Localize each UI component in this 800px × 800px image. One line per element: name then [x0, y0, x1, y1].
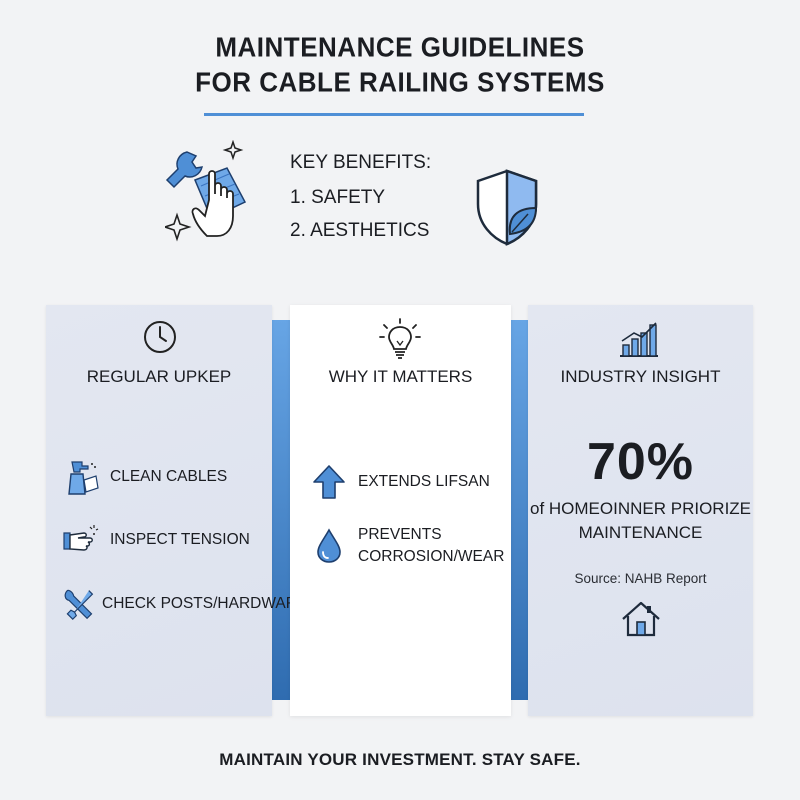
item-label-prevents-wrap: PREVENTS CORROSION/WEAR — [358, 524, 504, 568]
card-why-it-matters: WHY IT MATTERS — [290, 305, 511, 716]
bar-chart-icon — [620, 322, 658, 357]
footer-tagline: MAINTAIN YOUR INVESTMENT. STAY SAFE. — [219, 750, 581, 769]
hand-inspect-icon — [63, 525, 99, 551]
card-industry-insight: INDUSTRY INSIGHT — [528, 305, 753, 716]
item-label-inspect-tension: INSPECT TENSION — [110, 531, 250, 548]
item-label-clean-cables: CLEAN CABLES — [110, 468, 228, 485]
list-item-extends-lifespan: EXTENDS LIFSAN — [310, 463, 490, 501]
list-item-prevents-corrosion: PREVENTS CORROSION/WEAR — [310, 524, 504, 568]
lightbulb-icon — [379, 318, 421, 359]
item-label-prevents-line-2: CORROSION/WEAR — [358, 548, 505, 565]
benefit-item-safety: 1. SAFETY — [290, 187, 386, 208]
title-divider — [204, 113, 584, 116]
card-regular-upkeep: REGULAR UPKEP — [46, 305, 272, 716]
house-icon — [622, 601, 660, 637]
wrench-hand-cleaning-icon — [165, 140, 247, 242]
card-heading-upkeep: REGULAR UPKEP — [86, 367, 232, 386]
water-drop-icon — [317, 528, 341, 563]
page-title-line-2: FOR CABLE RAILING SYSTEMS — [195, 66, 605, 98]
arrow-up-icon — [313, 465, 345, 499]
stat-description-line-2: MAINTENANCE — [578, 523, 703, 542]
list-item-check-posts: CHECK POSTS/HARDWARE — [62, 585, 307, 623]
item-label-extends: EXTENDS LIFSAN — [358, 473, 490, 490]
tools-icon — [64, 589, 94, 621]
item-label-check-posts: CHECK POSTS/HARDWARE — [102, 595, 308, 612]
shield-leaf-icon — [476, 169, 538, 246]
stat-value: 70% — [586, 433, 695, 491]
card-heading-why: WHY IT MATTERS — [328, 367, 473, 386]
clock-icon — [144, 321, 176, 353]
list-item-clean-cables: CLEAN CABLES — [62, 458, 227, 496]
list-item-inspect-tension: INSPECT TENSION — [62, 521, 250, 559]
card-heading-insight: INDUSTRY INSIGHT — [560, 367, 721, 386]
stat-description-line-1: of HOMEOINNER PRIORIZE — [529, 499, 752, 518]
spray-bottle-icon — [68, 461, 99, 495]
accent-band-left — [270, 320, 292, 700]
accent-band-right — [510, 320, 532, 700]
benefits-heading: KEY BENEFITS: — [290, 152, 432, 173]
benefit-item-aesthetics: 2. AESTHETICS — [290, 220, 430, 241]
stat-description: of HOMEOINNER PRIORIZE MAINTENANCE — [528, 497, 753, 545]
page-title-line-1: MAINTENANCE GUIDELINES — [215, 31, 585, 63]
stat-source: Source: NAHB Report — [574, 571, 707, 586]
item-label-prevents-line-1: PREVENTS — [358, 526, 442, 543]
